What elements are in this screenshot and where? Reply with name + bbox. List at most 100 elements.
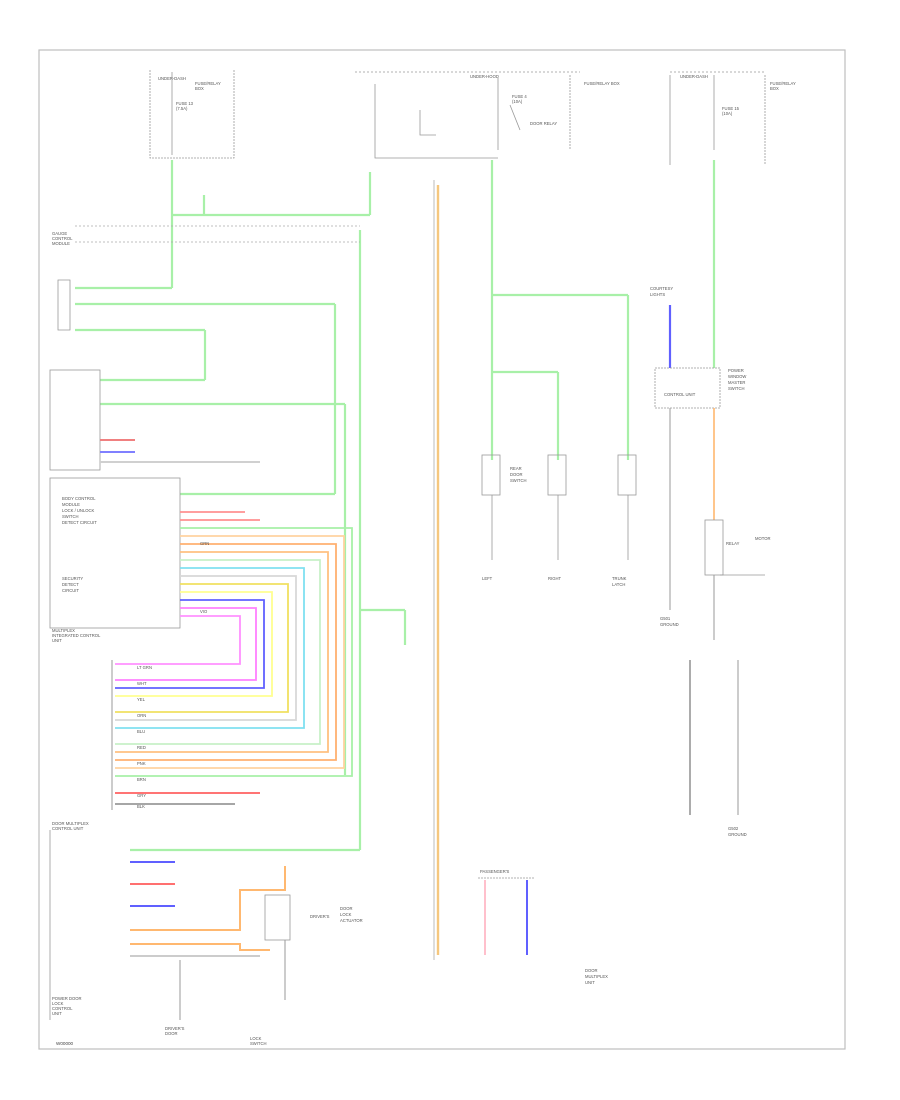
- door-lock-wires: [130, 861, 286, 957]
- right-unit-6: MOTOR: [755, 536, 771, 541]
- door-multiplex-0: DOOR MULTIPLEX: [52, 821, 89, 826]
- fuse-box-top-center-text-3: (10A): [512, 99, 523, 104]
- wire-color-6: PNK: [137, 761, 146, 766]
- dashed-connectors: [75, 225, 360, 243]
- fuse-box-top-right-text-1: FUSE/RELAY: [770, 81, 796, 86]
- right-ground-3: GROUND: [728, 832, 747, 837]
- driver-switch-3: SWITCH: [250, 1041, 267, 1046]
- rear-switches: [481, 454, 637, 560]
- courtesy-1: LIGHTS: [650, 292, 665, 297]
- bottom-center-labels: PASSENGER'S DOOR MULTIPLEX UNIT: [480, 869, 608, 985]
- multiplex-unit-0: MULTIPLEX: [52, 628, 75, 633]
- rear-switch-6: LATCH: [612, 582, 625, 587]
- driver-door-2: LOCK: [340, 912, 352, 917]
- driver-switch-1: DOOR: [165, 1031, 178, 1036]
- fuse-box-top-right-text-0: UNDER-DASH: [680, 74, 708, 79]
- fuse-box-top-left-text-2: BOX: [195, 86, 204, 91]
- door-lock-unit: DOOR MULTIPLEX CONTROL UNIT POWER DOOR L…: [49, 821, 89, 1020]
- right-unit-3: SWITCH: [728, 386, 745, 391]
- door-lock-unit-2: CONTROL: [52, 1006, 73, 1011]
- body-control-lower-1: DETECT: [62, 582, 79, 587]
- harness-labels: LT GRN WHT YEL ORN BLU RED PNK BRN GRY B…: [137, 541, 209, 809]
- wire-color-2: YEL: [137, 697, 146, 702]
- wire-color-7: BRN: [137, 777, 146, 782]
- driver-switch-0: DRIVER'S: [165, 1026, 185, 1031]
- wire-color-3: ORN: [137, 713, 146, 718]
- diagram-border: [38, 49, 846, 1050]
- fuse-box-top-center-text-0: UNDER-HOOD: [470, 74, 499, 79]
- right-ground-2: G502: [728, 826, 739, 831]
- fuse-box-top-center-text-1: FUSE/RELAY BOX: [584, 81, 620, 86]
- rear-switch-0: REAR: [510, 466, 522, 471]
- wire-color-5: RED: [137, 745, 146, 750]
- fuse-box-top-right-text-4: (10A): [722, 111, 733, 116]
- multiplex-unit-1: INTEGRATED CONTROL: [52, 633, 101, 638]
- bottom-center-0: PASSENGER'S: [480, 869, 510, 874]
- rear-switch-1: DOOR: [510, 472, 523, 477]
- wire-color-1: WHT: [137, 681, 147, 686]
- door-multiplex-1: CONTROL UNIT: [52, 826, 84, 831]
- rainbow-harness: [115, 511, 353, 805]
- rear-switch-3: LEFT: [482, 576, 493, 581]
- ecu-left-text-2: MODULE: [52, 241, 70, 246]
- fuse-box-top-right-text-2: BOX: [770, 86, 779, 91]
- fuse-box-top-right: UNDER-DASH FUSE/RELAY BOX FUSE 15 (10A): [669, 71, 796, 165]
- fuse-box-top-left: UNDER-DASH FUSE/RELAY BOX FUSE 13 (7.5A): [149, 70, 235, 159]
- stub-wires: [100, 439, 260, 463]
- body-control-upper-1: MODULE: [62, 502, 80, 507]
- body-control-module: BODY CONTROL MODULE LOCK / UNLOCK SWITCH…: [49, 369, 181, 643]
- bottom-center-1: DOOR: [585, 968, 598, 973]
- driver-door-1: DOOR: [340, 906, 353, 911]
- center-right-ladder: [490, 160, 630, 460]
- wire-color-10: GRN: [200, 541, 209, 546]
- fuse-box-top-center-text-2: FUSE 4: [512, 94, 527, 99]
- wire-color-4: BLU: [137, 729, 145, 734]
- rear-switch-4: RIGHT: [548, 576, 561, 581]
- door-lock-unit-3: UNIT: [52, 1011, 62, 1016]
- right-unit-2: MASTER: [728, 380, 745, 385]
- body-control-upper-0: BODY CONTROL: [62, 496, 96, 501]
- door-lock-unit-1: LOCK: [52, 1001, 64, 1006]
- right-unit-5: RELAY: [726, 541, 740, 546]
- multiplex-unit-2: UNIT: [52, 638, 62, 643]
- body-control-lower-2: CIRCUIT: [62, 588, 79, 593]
- body-control-upper-2: LOCK / UNLOCK: [62, 508, 95, 513]
- body-control-upper-4: DETECT CIRCUIT: [62, 520, 97, 525]
- right-unit-1: WINDOW: [728, 374, 746, 379]
- rear-switch-labels: REAR DOOR SWITCH LEFT RIGHT TRUNK LATCH: [482, 466, 627, 587]
- fuse-box-top-center-text-4: DOOR RELAY: [530, 121, 557, 126]
- page-id: W00000: [56, 1041, 74, 1046]
- right-column-labels: COURTESY LIGHTS POWER WINDOW MASTER SWIT…: [650, 286, 771, 837]
- fuse-box-top-right-text-3: FUSE 15: [722, 106, 740, 111]
- right-ground-1: GROUND: [660, 622, 679, 627]
- fuse-box-top-left-text-1: FUSE/RELAY: [195, 81, 221, 86]
- wire-color-11: VIO: [200, 609, 208, 614]
- rear-switch-5: TRUNK: [612, 576, 627, 581]
- bottom-center-3: UNIT: [585, 980, 595, 985]
- driver-door-0: DRIVER'S: [310, 914, 330, 919]
- body-control-lower-0: SECURITY: [62, 576, 83, 581]
- fuse-box-top-left-text-3: FUSE 13: [176, 101, 194, 106]
- right-column: [654, 160, 765, 815]
- bottom-center-2: MULTIPLEX: [585, 974, 608, 979]
- bottom-center-unit: [478, 877, 534, 955]
- driver-door-3: ACTUATOR: [340, 918, 363, 923]
- right-unit-0: POWER: [728, 368, 744, 373]
- wire-color-0: LT GRN: [137, 665, 152, 670]
- left-connector-block: GAUGE CONTROL MODULE: [52, 231, 73, 331]
- door-lock-unit-0: POWER DOOR: [52, 996, 82, 1001]
- green-wires-upper: [75, 160, 407, 852]
- wire-color-9: BLK: [137, 804, 145, 809]
- right-unit-4: CONTROL UNIT: [664, 392, 696, 397]
- right-ground-0: G501: [660, 616, 671, 621]
- fuse-box-top-left-text-0: UNDER-DASH: [158, 76, 186, 81]
- fuse-box-top-center: UNDER-HOOD FUSE/RELAY BOX FUSE 4 (10A) D…: [355, 71, 620, 159]
- ecu-left-text-0: GAUGE: [52, 231, 67, 236]
- driver-switch-2: LOCK: [250, 1036, 262, 1041]
- wire-color-8: GRY: [137, 793, 146, 798]
- courtesy-0: COURTESY: [650, 286, 673, 291]
- body-control-upper-3: SWITCH: [62, 514, 79, 519]
- ecu-left-text-1: CONTROL: [52, 236, 73, 241]
- rear-switch-2: SWITCH: [510, 478, 527, 483]
